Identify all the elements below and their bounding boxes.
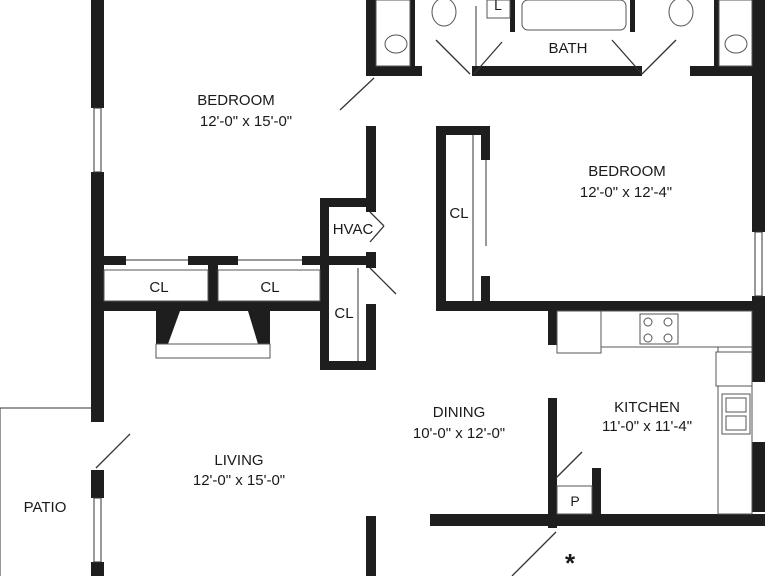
room-dims-kitchen: 11'-0" x 11'-4" bbox=[602, 418, 692, 435]
room-name-pantry: P bbox=[570, 493, 579, 509]
room-name-living: LIVING bbox=[214, 452, 263, 469]
room-name-closet-2: CL bbox=[260, 279, 279, 296]
walls bbox=[91, 0, 765, 576]
room-name-patio: PATIO bbox=[24, 499, 67, 516]
room-dims-living: 12'-0" x 15'-0" bbox=[193, 472, 285, 489]
room-name-closet-1: CL bbox=[149, 279, 168, 296]
room-name-closet-4: CL bbox=[449, 205, 468, 222]
room-labels: BEDROOM 12'-0" x 15'-0" BEDROOM 12'-0" x… bbox=[24, 0, 692, 576]
room-name-bedroom-2: BEDROOM bbox=[588, 163, 666, 180]
room-name-kitchen: KITCHEN bbox=[614, 399, 680, 416]
room-name-hvac: HVAC bbox=[333, 221, 374, 238]
room-name-linen: L bbox=[494, 0, 502, 13]
room-dims-dining: 10'-0" x 12'-0" bbox=[413, 425, 505, 442]
room-name-bedroom-1: BEDROOM bbox=[197, 92, 275, 109]
door-swings bbox=[95, 6, 677, 576]
room-dims-bedroom-1: 12'-0" x 15'-0" bbox=[200, 113, 292, 130]
room-name-dining: DINING bbox=[433, 404, 486, 421]
room-dims-bedroom-2: 12'-0" x 12'-4" bbox=[580, 184, 672, 201]
entry-marker: * bbox=[565, 548, 576, 576]
room-name-closet-3: CL bbox=[334, 305, 353, 322]
room-name-bath: BATH bbox=[549, 40, 588, 57]
